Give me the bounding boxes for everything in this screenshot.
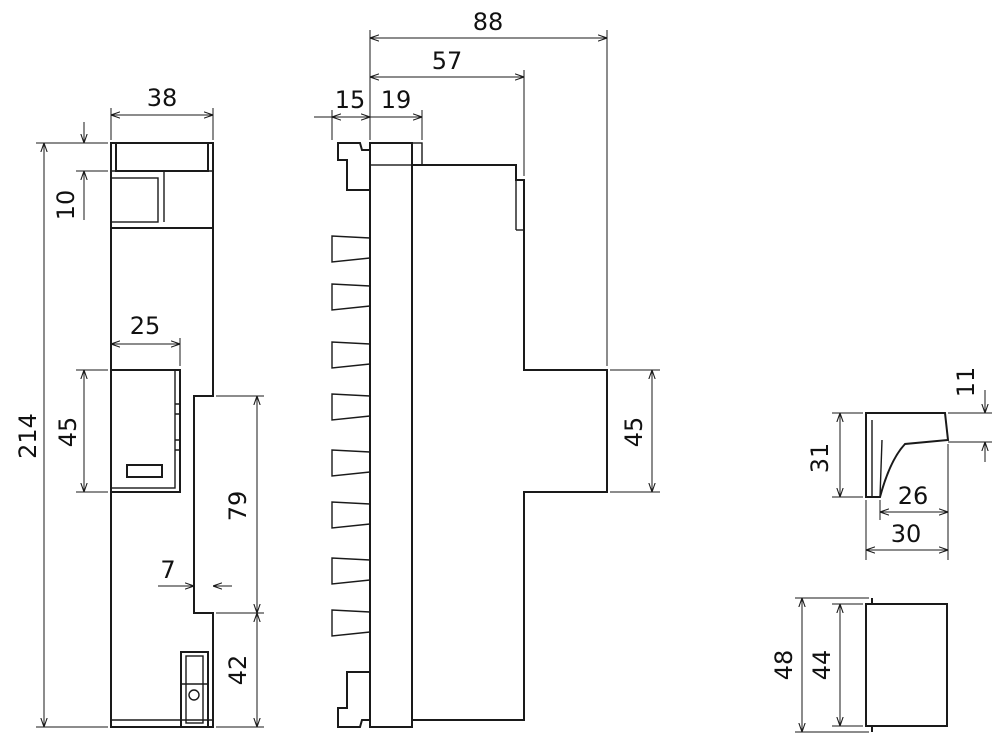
front-window-inner bbox=[110, 369, 176, 489]
cover-dimensions: 11 31 26 30 bbox=[806, 367, 992, 560]
cover-slope-line bbox=[879, 439, 883, 498]
dim-side-rail: 15 bbox=[335, 86, 366, 114]
side-fin-2 bbox=[331, 283, 371, 311]
side-view bbox=[331, 142, 608, 728]
side-bottom-clip bbox=[337, 671, 371, 728]
dim-front-bottom: 42 bbox=[224, 655, 252, 686]
side-dimensions: 88 57 15 19 45 bbox=[314, 8, 660, 493]
dim-front-step: 7 bbox=[160, 556, 175, 584]
dim-front-top: 10 bbox=[52, 190, 80, 221]
dim-cover-inner: 26 bbox=[898, 482, 929, 510]
dim-side-total-depth: 88 bbox=[473, 8, 504, 36]
dim-cover-width: 30 bbox=[891, 520, 922, 548]
front-top-cap bbox=[115, 142, 209, 172]
dim-side-mid-depth: 57 bbox=[432, 47, 463, 75]
front-window bbox=[110, 369, 181, 493]
side-top-clip bbox=[337, 142, 371, 191]
side-fin-6 bbox=[331, 501, 371, 529]
dim-front-width: 38 bbox=[147, 84, 178, 112]
front-terminal-inner bbox=[185, 655, 204, 724]
front-window-clip-lower bbox=[175, 439, 181, 451]
front-body-outline bbox=[110, 142, 214, 728]
front-terminal bbox=[180, 651, 209, 728]
dim-cover-height: 31 bbox=[806, 443, 834, 474]
cap-body bbox=[865, 603, 948, 727]
dim-front-window-width: 25 bbox=[130, 312, 161, 340]
side-top-lip bbox=[369, 142, 423, 166]
side-fin-5 bbox=[331, 449, 371, 477]
dim-cap-inner: 44 bbox=[808, 650, 836, 681]
front-dimensions: 38 10 214 25 45 79 7 42 bbox=[14, 84, 264, 728]
side-fin-8 bbox=[331, 609, 371, 637]
side-fin-7 bbox=[331, 557, 371, 585]
dim-side-body: 19 bbox=[381, 86, 412, 114]
side-fin-1 bbox=[331, 235, 371, 263]
dim-side-boss-height: 45 bbox=[620, 417, 648, 448]
side-fin-4 bbox=[331, 393, 371, 421]
cap-dimensions: 48 44 bbox=[770, 597, 869, 733]
side-body-outline bbox=[369, 142, 608, 728]
cover-view bbox=[865, 412, 950, 498]
front-window-clip-upper bbox=[175, 403, 181, 415]
dim-cap-outer: 48 bbox=[770, 650, 798, 681]
front-label-slot bbox=[126, 464, 163, 478]
dim-front-height: 214 bbox=[14, 413, 42, 459]
dim-cover-tab: 11 bbox=[952, 367, 980, 398]
dim-front-window-height: 45 bbox=[54, 417, 82, 448]
front-top-latch bbox=[110, 177, 159, 223]
front-terminal-screw bbox=[188, 689, 200, 701]
dim-front-recess-height: 79 bbox=[224, 491, 252, 522]
side-fin-3 bbox=[331, 341, 371, 369]
cap-view bbox=[865, 598, 948, 732]
front-view bbox=[110, 142, 214, 728]
